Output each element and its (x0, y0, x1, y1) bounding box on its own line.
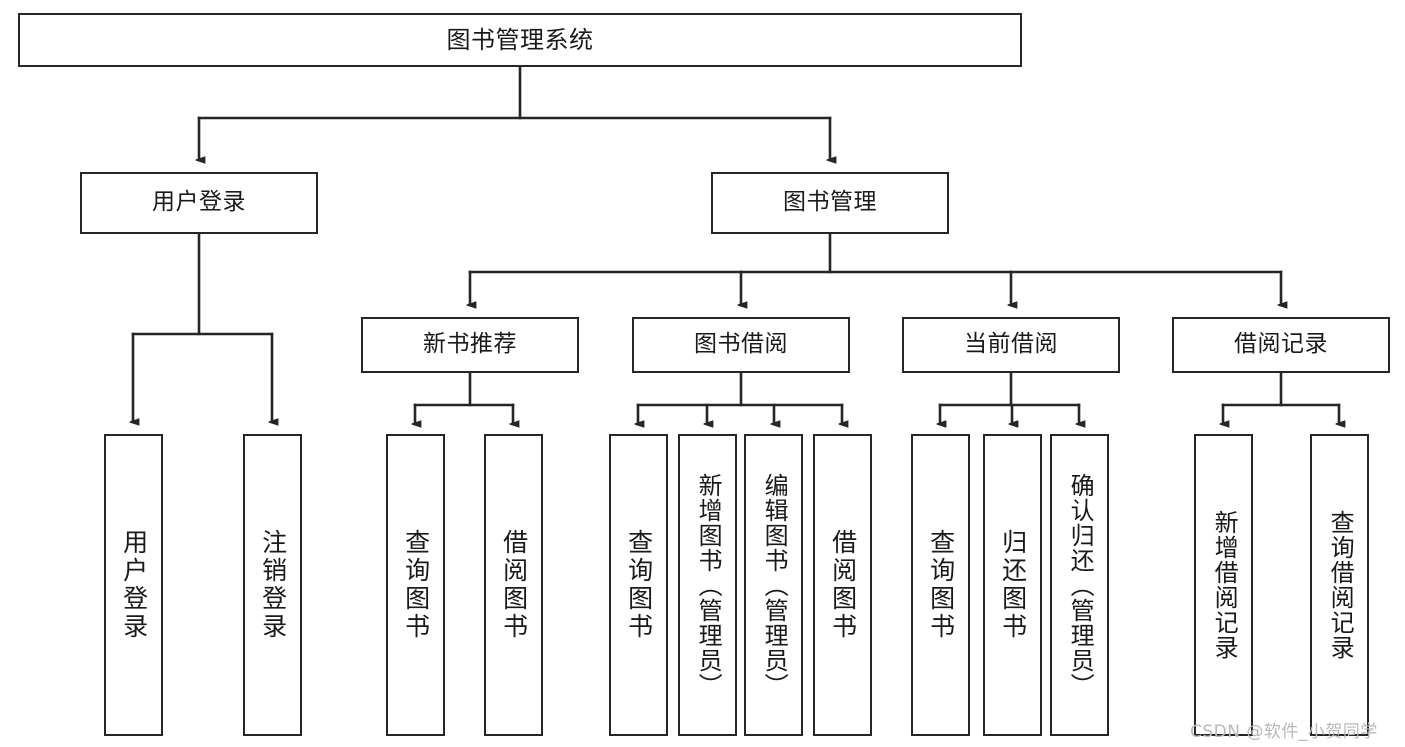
node-new-book-rec[interactable]: 新书推荐 (361, 317, 579, 373)
node-leaf-query-record-label: 查询借阅记录 (1326, 510, 1355, 660)
node-leaf-add-book-label: 新增图书（管理员） (694, 472, 723, 698)
node-leaf-confirm-return[interactable]: 确认归还（管理员） (1050, 434, 1109, 736)
node-leaf-edit-book[interactable]: 编辑图书（管理员） (744, 434, 803, 736)
node-leaf-add-book[interactable]: 新增图书（管理员） (678, 434, 737, 736)
node-leaf-query-book-3-label: 查询图书 (926, 529, 956, 641)
node-leaf-return-book-label: 归还图书 (998, 529, 1028, 641)
node-root[interactable]: 图书管理系统 (18, 13, 1022, 67)
node-leaf-logout[interactable]: 注销登录 (243, 434, 302, 736)
node-leaf-user-login[interactable]: 用户登录 (104, 434, 163, 736)
node-user-login-label: 用户登录 (152, 189, 246, 216)
node-leaf-query-book-2-label: 查询图书 (624, 529, 654, 641)
node-borrow-record-label: 借阅记录 (1234, 331, 1328, 358)
node-leaf-query-book-2[interactable]: 查询图书 (609, 434, 668, 736)
node-book-manage-label: 图书管理 (783, 189, 877, 216)
node-leaf-borrow-book-2-label: 借阅图书 (828, 529, 858, 641)
node-leaf-query-book-1[interactable]: 查询图书 (386, 434, 445, 736)
node-new-book-rec-label: 新书推荐 (423, 331, 517, 358)
node-leaf-add-record[interactable]: 新增借阅记录 (1194, 434, 1253, 736)
node-leaf-query-book-1-label: 查询图书 (401, 529, 431, 641)
node-leaf-logout-label: 注销登录 (258, 529, 288, 641)
node-current-borrow[interactable]: 当前借阅 (902, 317, 1120, 373)
node-book-manage[interactable]: 图书管理 (711, 172, 949, 234)
node-leaf-user-login-label: 用户登录 (119, 529, 149, 641)
node-book-borrow[interactable]: 图书借阅 (632, 317, 850, 373)
node-root-label: 图书管理系统 (446, 25, 594, 54)
node-current-borrow-label: 当前借阅 (964, 331, 1058, 358)
node-leaf-query-record[interactable]: 查询借阅记录 (1310, 434, 1369, 736)
csdn-watermark: CSDN @软件_小贺同学 (1190, 722, 1378, 742)
node-book-borrow-label: 图书借阅 (694, 331, 788, 358)
node-leaf-query-book-3[interactable]: 查询图书 (911, 434, 970, 736)
node-leaf-borrow-book-2[interactable]: 借阅图书 (813, 434, 872, 736)
node-user-login[interactable]: 用户登录 (80, 172, 318, 234)
node-leaf-edit-book-label: 编辑图书（管理员） (760, 472, 789, 698)
node-leaf-add-record-label: 新增借阅记录 (1210, 510, 1239, 660)
node-leaf-borrow-book-1-label: 借阅图书 (499, 529, 529, 641)
node-leaf-borrow-book-1[interactable]: 借阅图书 (484, 434, 543, 736)
node-borrow-record[interactable]: 借阅记录 (1172, 317, 1390, 373)
node-leaf-confirm-return-label: 确认归还（管理员） (1066, 472, 1095, 698)
node-leaf-return-book[interactable]: 归还图书 (983, 434, 1042, 736)
